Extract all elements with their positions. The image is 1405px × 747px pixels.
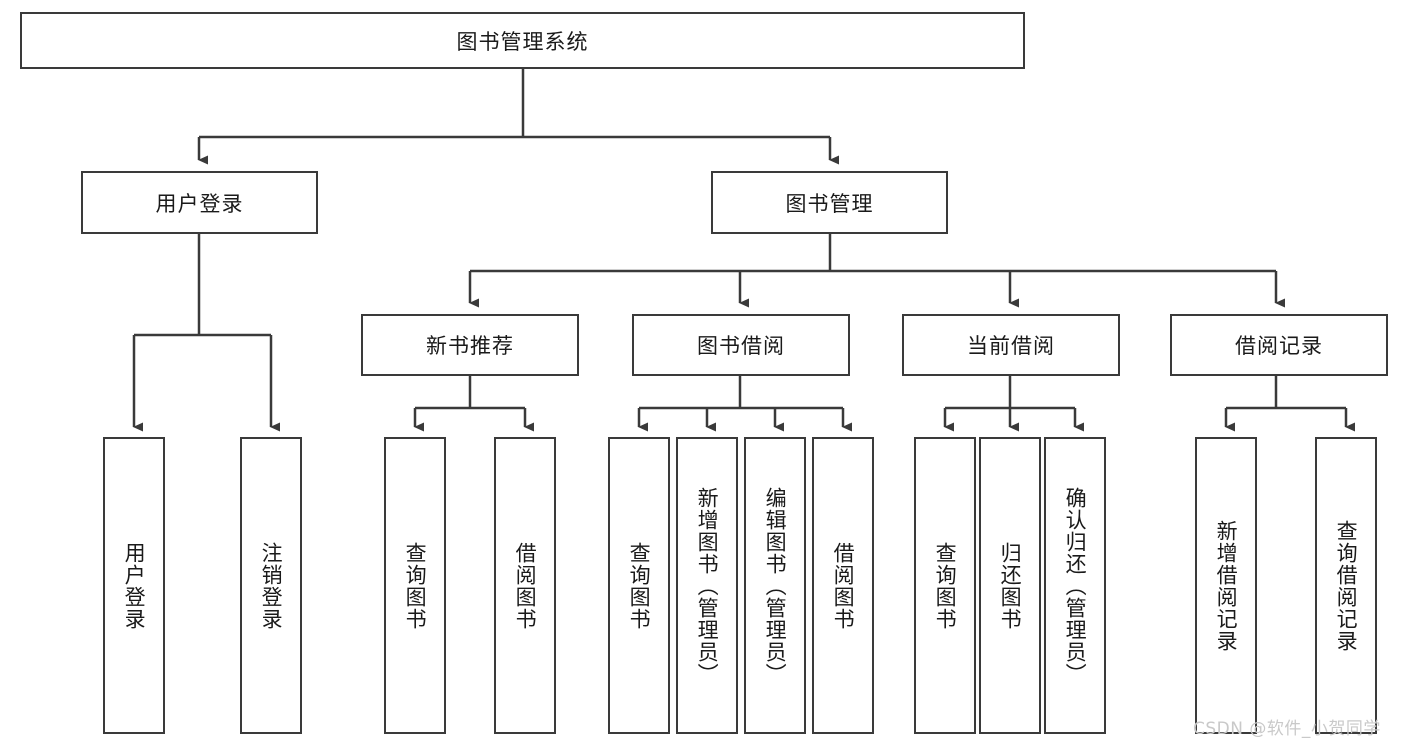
node-label: 借阅图书 [831, 541, 856, 630]
node-label: 当前借阅 [967, 334, 1055, 358]
node-label: 查询图书 [403, 541, 428, 630]
node-label: 查询图书 [627, 541, 652, 630]
leaf-borrow-record-1[interactable]: 新增借阅记录 [1195, 437, 1257, 734]
node-root-book-management-system[interactable]: 图书管理系统 [20, 12, 1025, 69]
node-label: 借阅记录 [1235, 334, 1323, 358]
leaf-user-login-1[interactable]: 用户登录 [103, 437, 165, 734]
node-label: 新增借阅记录 [1214, 519, 1239, 652]
leaf-current-borrow-1[interactable]: 查询图书 [914, 437, 976, 734]
node-label: 借阅图书 [513, 541, 538, 630]
leaf-new-book-recommend-2[interactable]: 借阅图书 [494, 437, 556, 734]
node-label: 用户登录 [122, 541, 147, 630]
leaf-book-borrow-3[interactable]: 编辑图书（管理员） [744, 437, 806, 734]
node-book-borrow[interactable]: 图书借阅 [632, 314, 850, 376]
node-label: 新书推荐 [426, 334, 514, 358]
node-label: 新增图书（管理员） [695, 486, 720, 685]
leaf-book-borrow-1[interactable]: 查询图书 [608, 437, 670, 734]
node-book-management[interactable]: 图书管理 [711, 171, 948, 234]
node-label: 图书借阅 [697, 334, 785, 358]
leaf-user-login-2[interactable]: 注销登录 [240, 437, 302, 734]
leaf-book-borrow-4[interactable]: 借阅图书 [812, 437, 874, 734]
node-label: 图书管理系统 [456, 29, 589, 54]
node-label: 编辑图书（管理员） [763, 486, 788, 685]
node-borrow-record[interactable]: 借阅记录 [1170, 314, 1388, 376]
node-label: 注销登录 [259, 541, 284, 630]
node-label: 图书管理 [785, 191, 874, 216]
leaf-new-book-recommend-1[interactable]: 查询图书 [384, 437, 446, 734]
leaf-current-borrow-3[interactable]: 确认归还（管理员） [1044, 437, 1106, 734]
node-label: 归还图书 [998, 541, 1023, 630]
leaf-current-borrow-2[interactable]: 归还图书 [979, 437, 1041, 734]
node-current-borrow[interactable]: 当前借阅 [902, 314, 1120, 376]
node-label: 查询借阅记录 [1334, 519, 1359, 652]
csdn-watermark: CSDN @软件_小贺同学 [1193, 719, 1381, 739]
leaf-borrow-record-2[interactable]: 查询借阅记录 [1315, 437, 1377, 734]
leaf-book-borrow-2[interactable]: 新增图书（管理员） [676, 437, 738, 734]
node-user-login[interactable]: 用户登录 [81, 171, 318, 234]
node-label: 用户登录 [155, 191, 244, 216]
node-label: 查询图书 [933, 541, 958, 630]
node-label: 确认归还（管理员） [1063, 486, 1088, 685]
node-new-book-recommend[interactable]: 新书推荐 [361, 314, 579, 376]
